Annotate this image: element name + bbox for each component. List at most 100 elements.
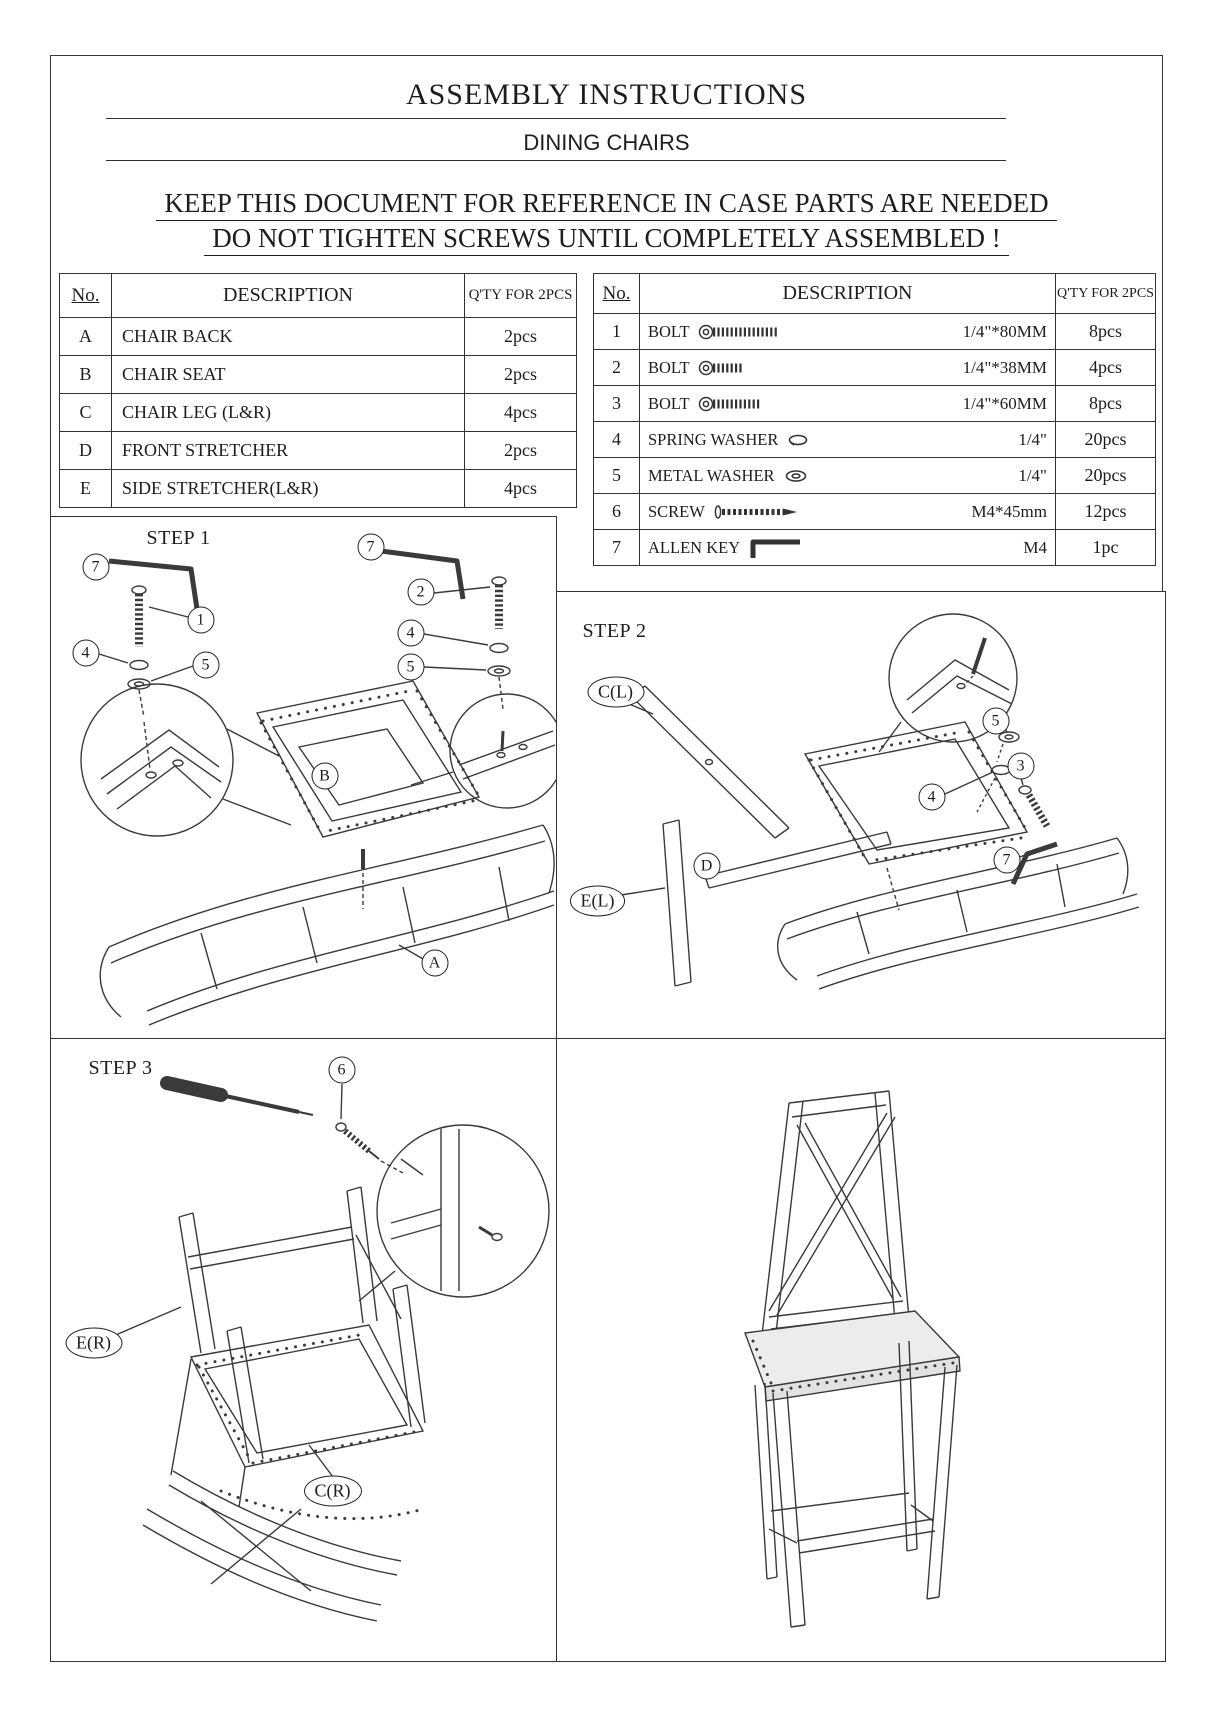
callout-4: 4 — [72, 639, 99, 667]
spring-washer-icon — [789, 434, 808, 446]
table-row: 2 BOLT 1/4"*38MM 4pcs — [593, 349, 1156, 386]
hardware-table: No. DESCRIPTION Q'TY FOR 2PCS 1 BOLT 1/4… — [593, 273, 1156, 566]
step1-label: STEP 1 — [146, 527, 211, 549]
hw-name: BOLT — [648, 357, 690, 377]
step3-diagram — [110, 1076, 550, 1622]
hw-no: 4 — [593, 421, 640, 458]
table-row: D FRONT STRETCHER 2pcs — [59, 431, 577, 470]
page-title: ASSEMBLY INSTRUCTIONS — [405, 78, 808, 111]
notice-line-2: DO NOT TIGHTEN SCREWS UNTIL COMPLETELY A… — [51, 223, 1162, 256]
part-no: E — [59, 469, 112, 508]
hw-spec: 1/4"*80MM — [962, 321, 1047, 341]
part-qty: 4pcs — [464, 469, 577, 508]
part-label-cr: C(R) — [303, 1475, 362, 1507]
bolt-long-icon — [698, 324, 778, 339]
table-row: 3 BOLT 1/4"*60MM 8pcs — [593, 385, 1156, 422]
hw-no: 2 — [593, 349, 640, 386]
hw-spec: 1/4" — [1018, 465, 1047, 485]
hw-no: 6 — [593, 493, 640, 530]
part-label-b: B — [311, 762, 338, 790]
table-row: 5 METAL WASHER 1/4" 20pcs — [593, 457, 1156, 494]
hw-qty: 8pcs — [1055, 385, 1156, 422]
step3-panel: STEP 3 — [49, 1038, 557, 1662]
callout-2: 2 — [407, 578, 434, 606]
hw-qty: 8pcs — [1055, 313, 1156, 350]
hw-spec: 1/4"*60MM — [962, 393, 1047, 413]
hw-qty: 4pcs — [1055, 349, 1156, 386]
callout-7: 7 — [993, 846, 1020, 874]
part-no: B — [59, 355, 112, 394]
hw-qty: 12pcs — [1055, 493, 1156, 530]
part-label-cl: C(L) — [587, 676, 644, 708]
part-description: CHAIR LEG (L&R) — [111, 393, 465, 432]
diagram-panels: STEP 1 — [49, 516, 1166, 1662]
assembled-chair-diagram — [743, 1090, 961, 1628]
parts-table: No. DESCRIPTION Q'TY FOR 2PCS A CHAIR BA… — [59, 273, 577, 508]
notice-line-1: KEEP THIS DOCUMENT FOR REFERENCE IN CASE… — [51, 188, 1162, 221]
hw-spec: 1/4"*38MM — [962, 357, 1047, 377]
part-no: A — [59, 317, 112, 356]
callout-6: 6 — [328, 1056, 355, 1084]
step3-label: STEP 3 — [88, 1057, 153, 1079]
table-row: E SIDE STRETCHER(L&R) 4pcs — [59, 469, 577, 508]
hw-name: BOLT — [648, 321, 690, 341]
table-row: B CHAIR SEAT 2pcs — [59, 355, 577, 394]
part-no: C — [59, 393, 112, 432]
callout-4: 4 — [918, 783, 945, 811]
callout-5: 5 — [397, 653, 424, 681]
table-row: 4 SPRING WASHER 1/4" 20pcs — [593, 421, 1156, 458]
hw-spec: 1/4" — [1018, 429, 1047, 449]
part-qty: 4pcs — [464, 393, 577, 432]
parts-col-qty: Q'TY FOR 2PCS — [464, 273, 577, 318]
hw-name: BOLT — [648, 393, 690, 413]
subtitle-divider — [106, 160, 1006, 161]
hw-qty: 1pc — [1055, 529, 1156, 566]
hw-name: SCREW — [648, 501, 705, 521]
hw-col-no-label: No. — [602, 282, 631, 304]
part-qty: 2pcs — [464, 355, 577, 394]
callout-5: 5 — [192, 651, 219, 679]
part-qty: 2pcs — [464, 431, 577, 470]
bolt-medium-icon — [698, 396, 761, 411]
hw-col-no: No. — [593, 273, 640, 314]
allen-key-icon — [750, 539, 801, 558]
bolt-short-icon — [698, 360, 743, 375]
hw-no: 3 — [593, 385, 640, 422]
part-description: FRONT STRETCHER — [111, 431, 465, 470]
table-row: A CHAIR BACK 2pcs — [59, 317, 577, 356]
final-chair-panel — [555, 1038, 1166, 1662]
step2-diagram — [614, 613, 1139, 990]
part-qty: 2pcs — [464, 317, 577, 356]
callout-7: 7 — [82, 553, 109, 581]
part-label-a: A — [421, 949, 448, 977]
hw-spec: M4*45mm — [971, 501, 1047, 521]
hw-no: 1 — [593, 313, 640, 350]
parts-col-no-label: No. — [71, 284, 100, 306]
table-row: 1 BOLT 1/4"*80MM 8pcs — [593, 313, 1156, 350]
table-row: 6 SCREW M4*45mm 12pcs — [593, 493, 1156, 530]
parts-col-description: DESCRIPTION — [111, 273, 465, 318]
instruction-sheet: ASSEMBLY INSTRUCTIONS DINING CHAIRS KEEP… — [49, 55, 1166, 1662]
title-divider — [106, 118, 1006, 119]
hw-name: ALLEN KEY — [648, 537, 741, 557]
callout-3: 3 — [1007, 752, 1034, 780]
screw-icon — [714, 504, 797, 519]
page-subtitle: DINING CHAIRS — [523, 130, 690, 155]
callout-4: 4 — [397, 619, 424, 647]
hw-no: 7 — [593, 529, 640, 566]
parts-col-no: No. — [59, 273, 112, 318]
step2-panel: STEP 2 — [555, 591, 1166, 1039]
part-description: SIDE STRETCHER(L&R) — [111, 469, 465, 508]
hw-name: METAL WASHER — [648, 465, 775, 485]
parts-table-header-row: No. DESCRIPTION Q'TY FOR 2PCS — [59, 273, 577, 318]
part-description: CHAIR BACK — [111, 317, 465, 356]
hw-col-description: DESCRIPTION — [639, 273, 1056, 314]
step1-panel: STEP 1 — [49, 516, 557, 1039]
notice-line-2-text: DO NOT TIGHTEN SCREWS UNTIL COMPLETELY A… — [204, 223, 1009, 256]
hw-qty: 20pcs — [1055, 421, 1156, 458]
table-row: 7 ALLEN KEY M4 1pc — [593, 529, 1156, 566]
hw-col-qty: Q'TY FOR 2PCS — [1055, 273, 1156, 314]
callout-7: 7 — [357, 533, 384, 561]
part-label-er: E(R) — [65, 1327, 122, 1359]
notice-line-1-text: KEEP THIS DOCUMENT FOR REFERENCE IN CASE… — [156, 188, 1057, 221]
